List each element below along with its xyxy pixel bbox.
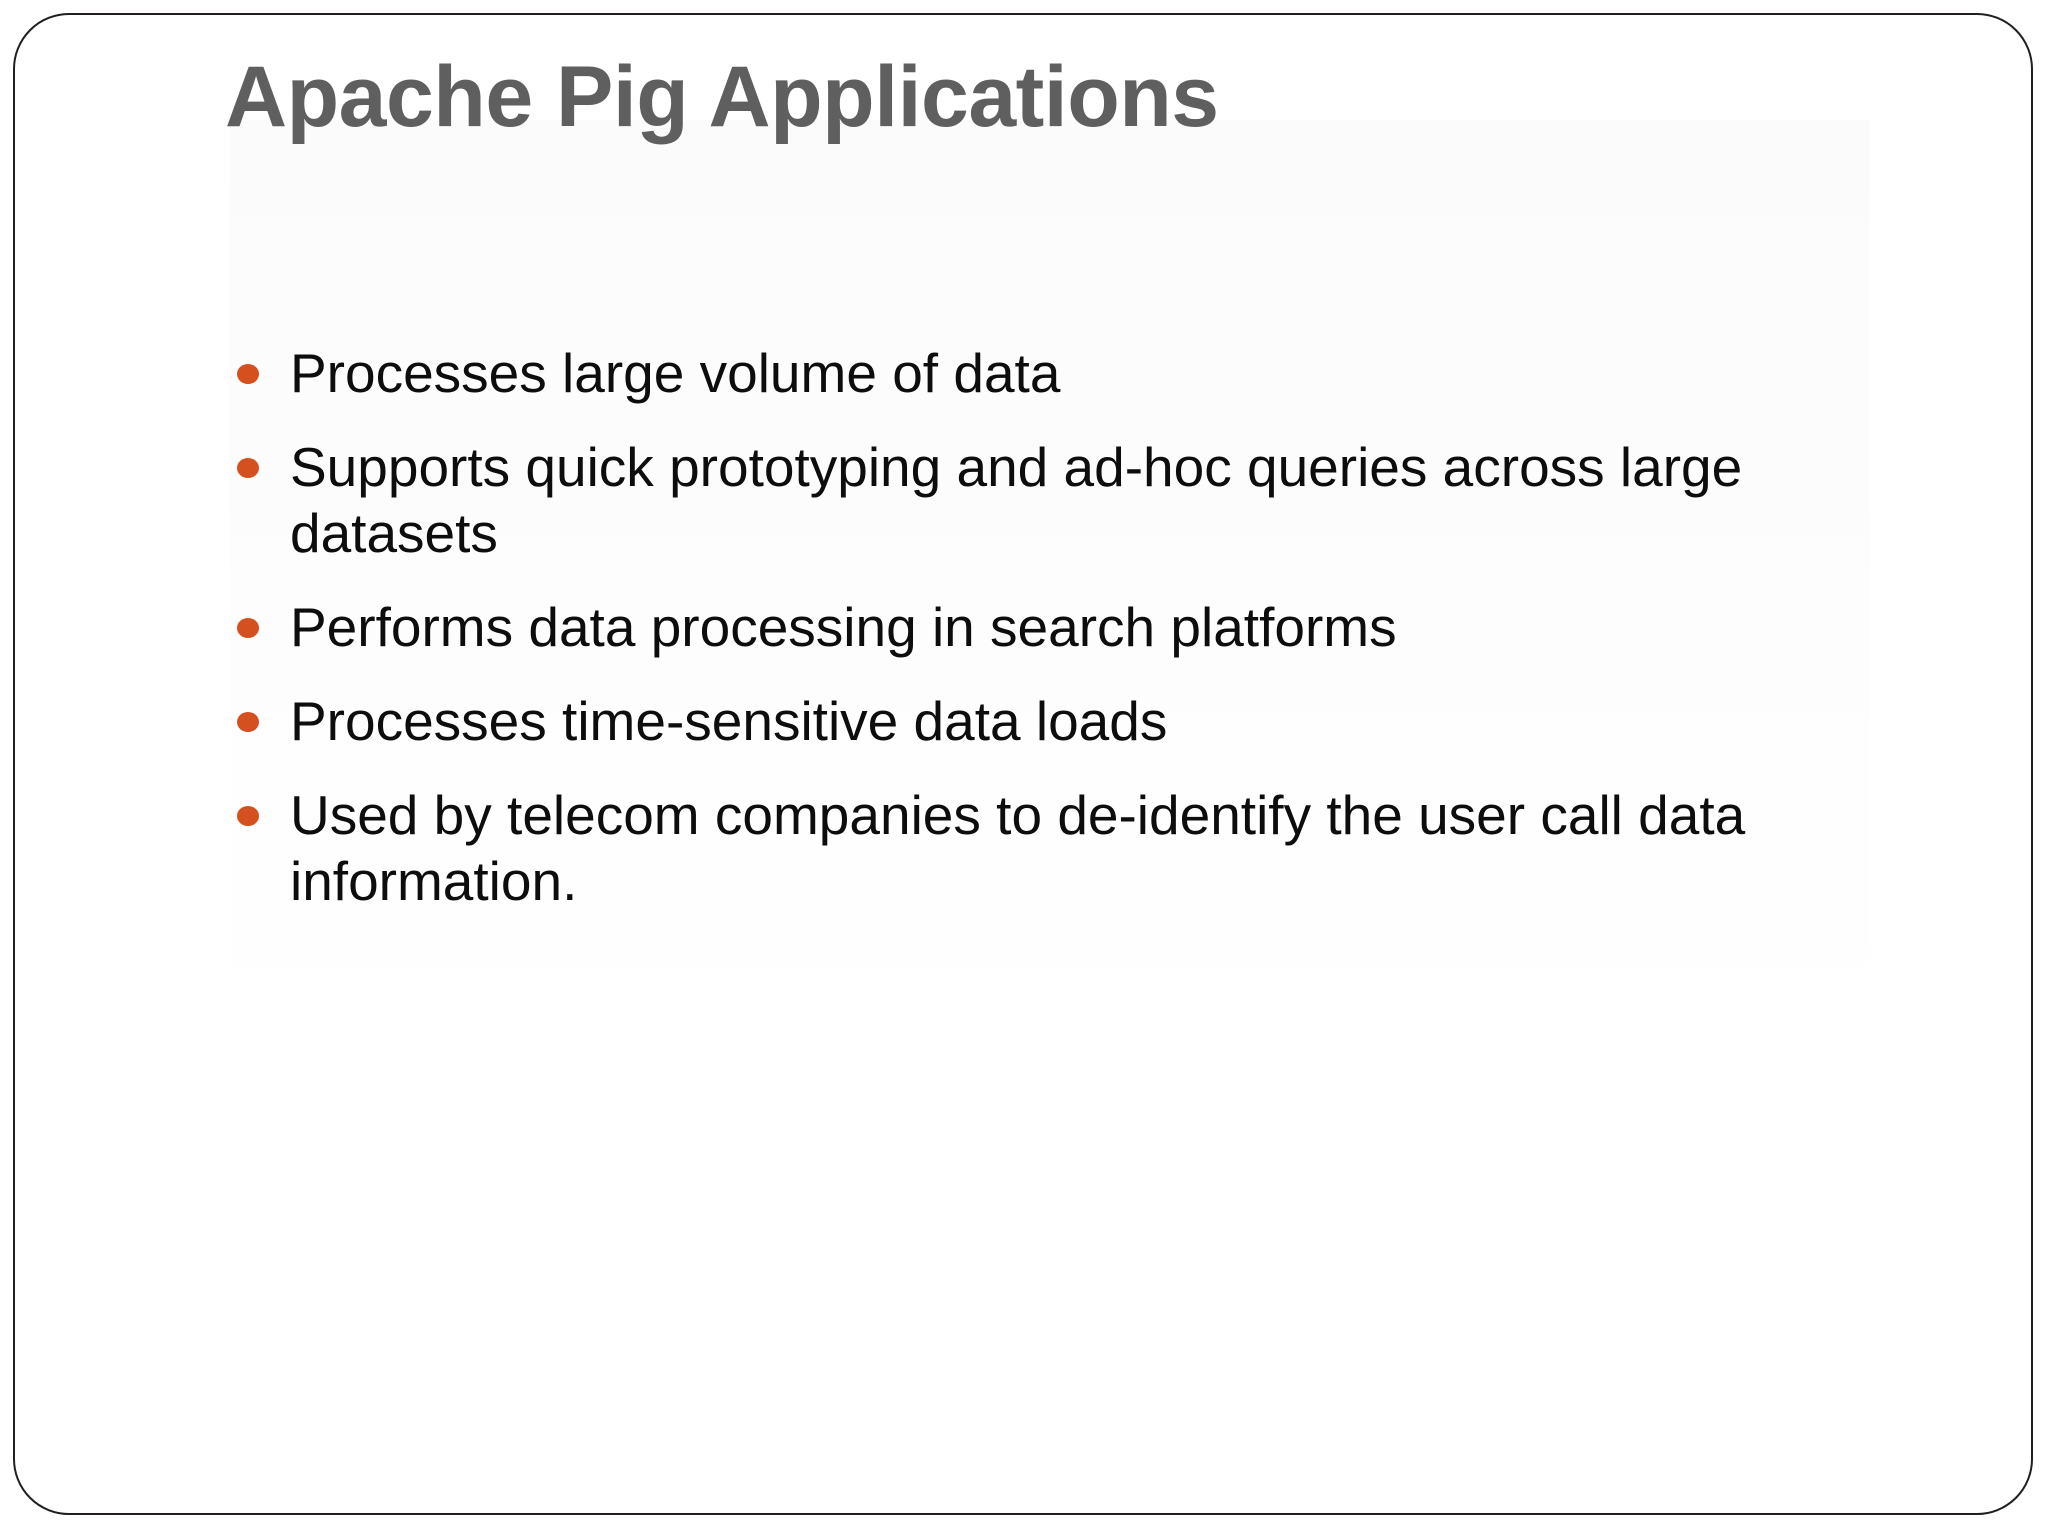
round-bullet-icon	[237, 712, 259, 732]
round-bullet-icon	[237, 618, 259, 638]
list-item: Supports quick prototyping and ad-hoc qu…	[232, 434, 1912, 566]
list-item-label: Performs data processing in search platf…	[290, 596, 1397, 658]
list-item-label: Used by telecom companies to de-identify…	[290, 784, 1746, 912]
list-item-label: Processes large volume of data	[290, 342, 1061, 404]
round-bullet-icon	[237, 364, 259, 384]
list-item-label: Processes time-sensitive data loads	[290, 690, 1168, 752]
list-item: Performs data processing in search platf…	[232, 594, 1912, 660]
page-title: Apache Pig Applications	[225, 49, 1219, 145]
list-item: Used by telecom companies to de-identify…	[232, 782, 1912, 914]
list-item-label: Supports quick prototyping and ad-hoc qu…	[290, 436, 1743, 564]
list-item: Processes time-sensitive data loads	[232, 688, 1912, 754]
list-item: Processes large volume of data	[232, 340, 1912, 406]
bullet-list: Processes large volume of data Supports …	[232, 340, 1912, 914]
round-bullet-icon	[237, 806, 259, 826]
round-bullet-icon	[237, 458, 259, 478]
